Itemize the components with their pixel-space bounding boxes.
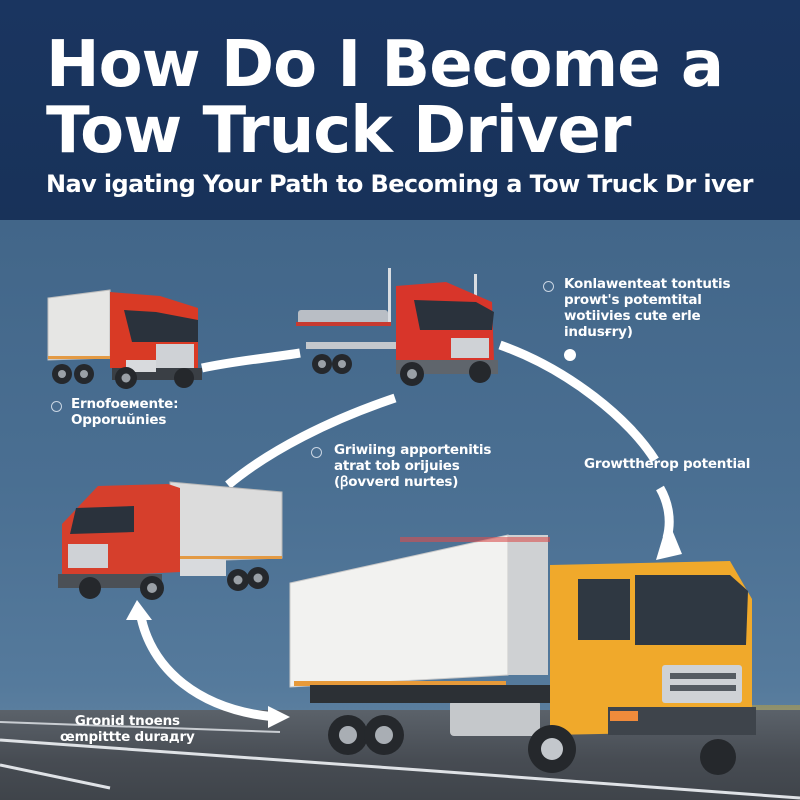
label-top-right: Konlawenteat tontutis prowt's potemtital…	[564, 276, 731, 340]
page-subtitle: Nav igating Your Path to Becoming a Tow …	[46, 170, 754, 198]
bullet-ring-icon	[51, 401, 62, 412]
arrow-top-left-to-flatbed	[201, 348, 301, 373]
road-lane-markings	[0, 721, 800, 800]
label-bottom-left: Gronid tnoens œmpittte durадry	[60, 713, 195, 745]
bullet-ring-icon	[311, 447, 322, 458]
truck-box-red-mid-left	[58, 481, 283, 600]
page-title: How Do I Become a Tow Truck Driver	[46, 28, 724, 168]
arrow-flatbed-to-growth	[498, 340, 659, 463]
bullet-ring-icon	[543, 281, 554, 292]
title-line-2: Tow Truck Driver	[46, 94, 631, 168]
arrowhead-up	[126, 600, 152, 620]
truck-box-red-top-left	[47, 289, 202, 389]
truck-flatbed-red-top-center	[296, 268, 498, 386]
label-right: Growttherop potential	[584, 456, 751, 472]
title-banner: How Do I Become a Tow Truck Driver Nav i…	[0, 0, 800, 220]
label-mid-left: Ernofoeмente: Opporuŭnies	[71, 396, 179, 428]
arrowhead-down	[656, 520, 682, 560]
label-center: Griwiing apportenitis atrat tob orijuies…	[334, 442, 492, 490]
arrowhead-right	[268, 706, 290, 728]
flow-arrows	[126, 340, 682, 728]
arrow-flatbed-to-mid-truck	[225, 393, 397, 489]
title-line-1: How Do I Become a	[46, 28, 724, 102]
illustration-scene: Konlawenteat tontutis prowt's potemtital…	[0, 220, 800, 800]
truck-box-yellow-front	[289, 534, 756, 775]
arrow-bidirectional-bottom	[135, 611, 276, 722]
speech-dot	[564, 349, 576, 361]
